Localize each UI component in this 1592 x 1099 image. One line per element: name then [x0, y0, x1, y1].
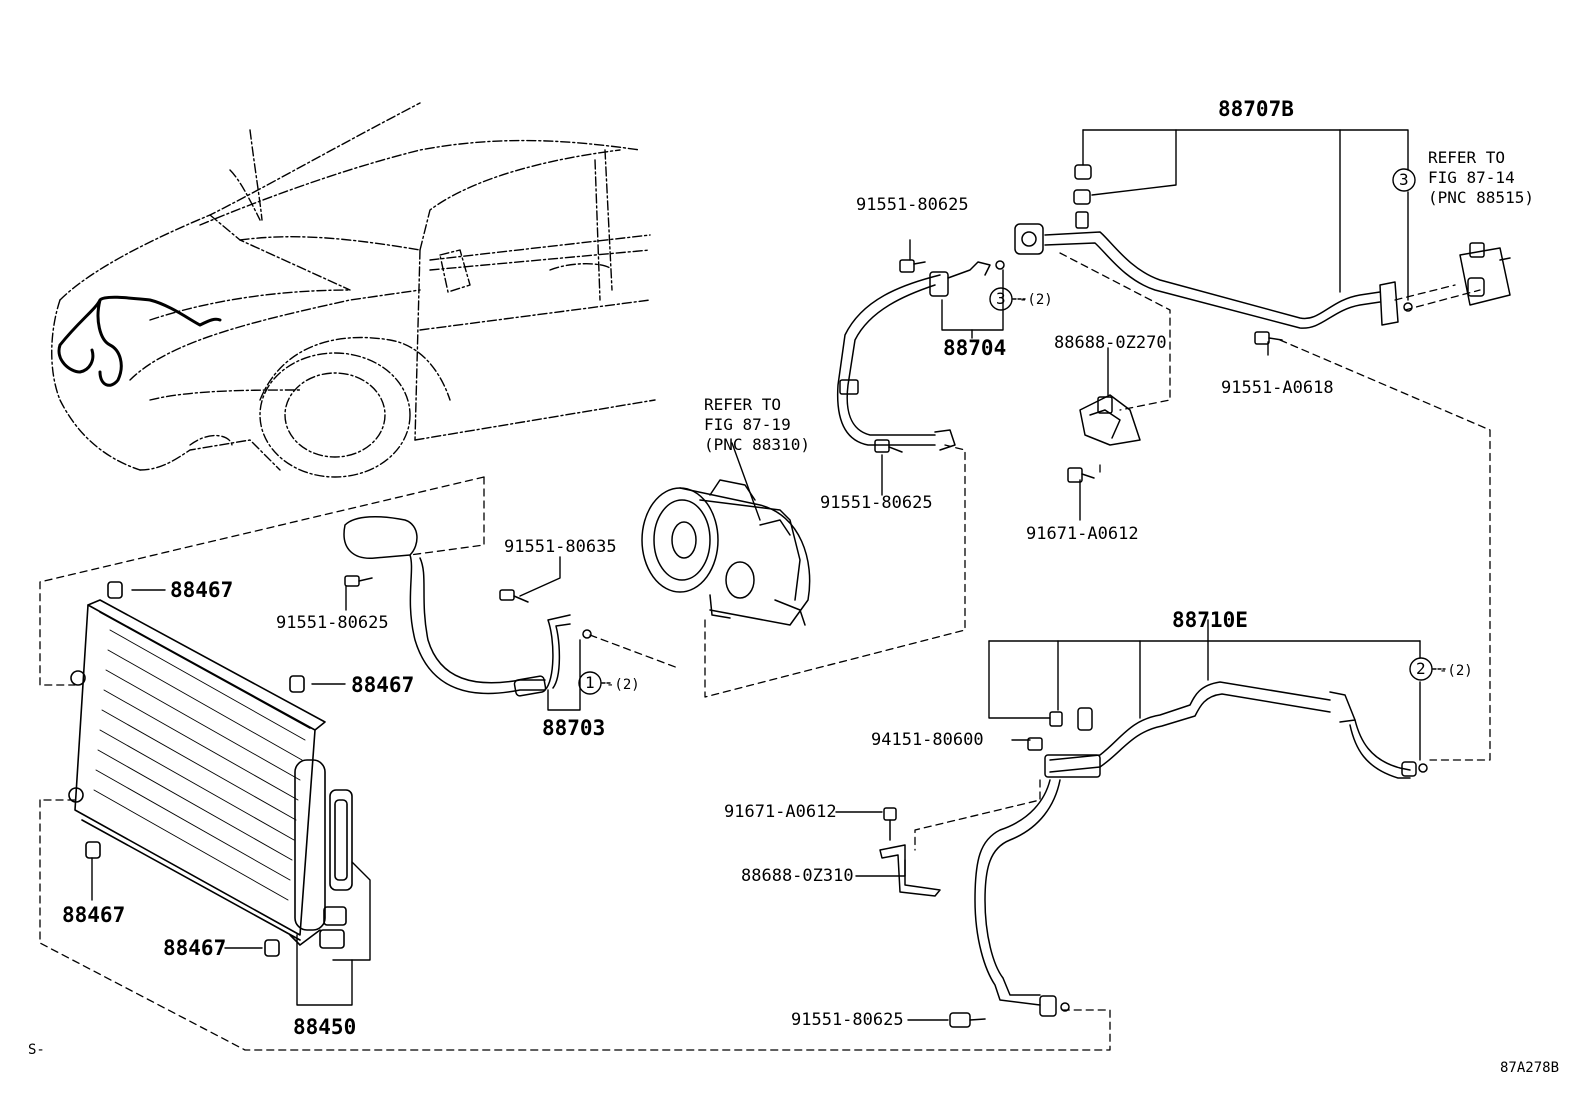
vehicle-outline: [51, 102, 656, 478]
desiccant-cap: [319, 906, 347, 949]
wiring-harness: [57, 295, 222, 387]
part-91551-80625-bottom: 91551-80625: [791, 1010, 904, 1030]
circle-label-3-hose: 3: [996, 289, 1006, 308]
expansion-valve: [1459, 242, 1511, 306]
suction-hose: [836, 259, 1005, 453]
part-91551-80625-hose: 91551-80625: [820, 493, 933, 513]
qty-circle-1: -(2): [606, 677, 640, 693]
footer-left-mark: S-: [28, 1042, 45, 1058]
part-88688-0Z270: 88688-0Z270: [1054, 333, 1167, 353]
part-88688-0Z310: 88688-0Z310: [741, 866, 854, 886]
condenser: [74, 599, 353, 946]
leader-lines: [91, 129, 1421, 1021]
part-91551-80635: 91551-80635: [504, 537, 617, 557]
pipe-clamp-upper: [1067, 394, 1141, 483]
pipe-bracket-lower: [879, 807, 941, 897]
part-94151-80600: 94151-80600: [871, 730, 984, 750]
part-88450: 88450: [293, 1015, 357, 1039]
condenser-mount-cushions: [68, 581, 305, 957]
part-91671-A0612-lower: 91671-A0612: [724, 802, 837, 822]
circle-label-3-pipe: 3: [1399, 170, 1409, 189]
qty-circle-3: -(2): [1019, 292, 1053, 308]
compressor: [641, 479, 811, 626]
reference-dashes: [39, 252, 1491, 1051]
part-88467-bottom: 88467: [163, 936, 227, 960]
part-91551-A0618: 91551-A0618: [1221, 378, 1334, 398]
discharge-hose: [343, 515, 592, 697]
part-91551-80625-upper: 91551-80625: [856, 195, 969, 215]
part-88704: 88704: [943, 336, 1007, 360]
part-88707B: 88707B: [1218, 97, 1294, 121]
reference-note-compressor: REFER TO FIG 87-19 (PNC 88310): [704, 395, 810, 454]
suction-pipe-88710E: [949, 681, 1428, 1028]
part-88703: 88703: [542, 716, 606, 740]
reference-note-expansion-valve: REFER TO FIG 87-14 (PNC 88515): [1428, 148, 1534, 207]
part-88710E: 88710E: [1172, 608, 1248, 632]
part-88467-left: 88467: [62, 903, 126, 927]
part-88467-mid: 88467: [351, 673, 415, 697]
qty-circle-2: -(2): [1439, 663, 1473, 679]
part-91671-A0612-upper: 91671-A0612: [1026, 524, 1139, 544]
part-88467-top: 88467: [170, 578, 234, 602]
diagram-code: 87A278B: [1500, 1060, 1560, 1076]
circle-label-2: 2: [1416, 659, 1426, 678]
circle-markers: [578, 168, 1446, 695]
liquid-pipe-88707B: [1014, 164, 1413, 345]
circle-label-1: 1: [585, 673, 595, 692]
part-91551-80625-left: 91551-80625: [276, 613, 389, 633]
